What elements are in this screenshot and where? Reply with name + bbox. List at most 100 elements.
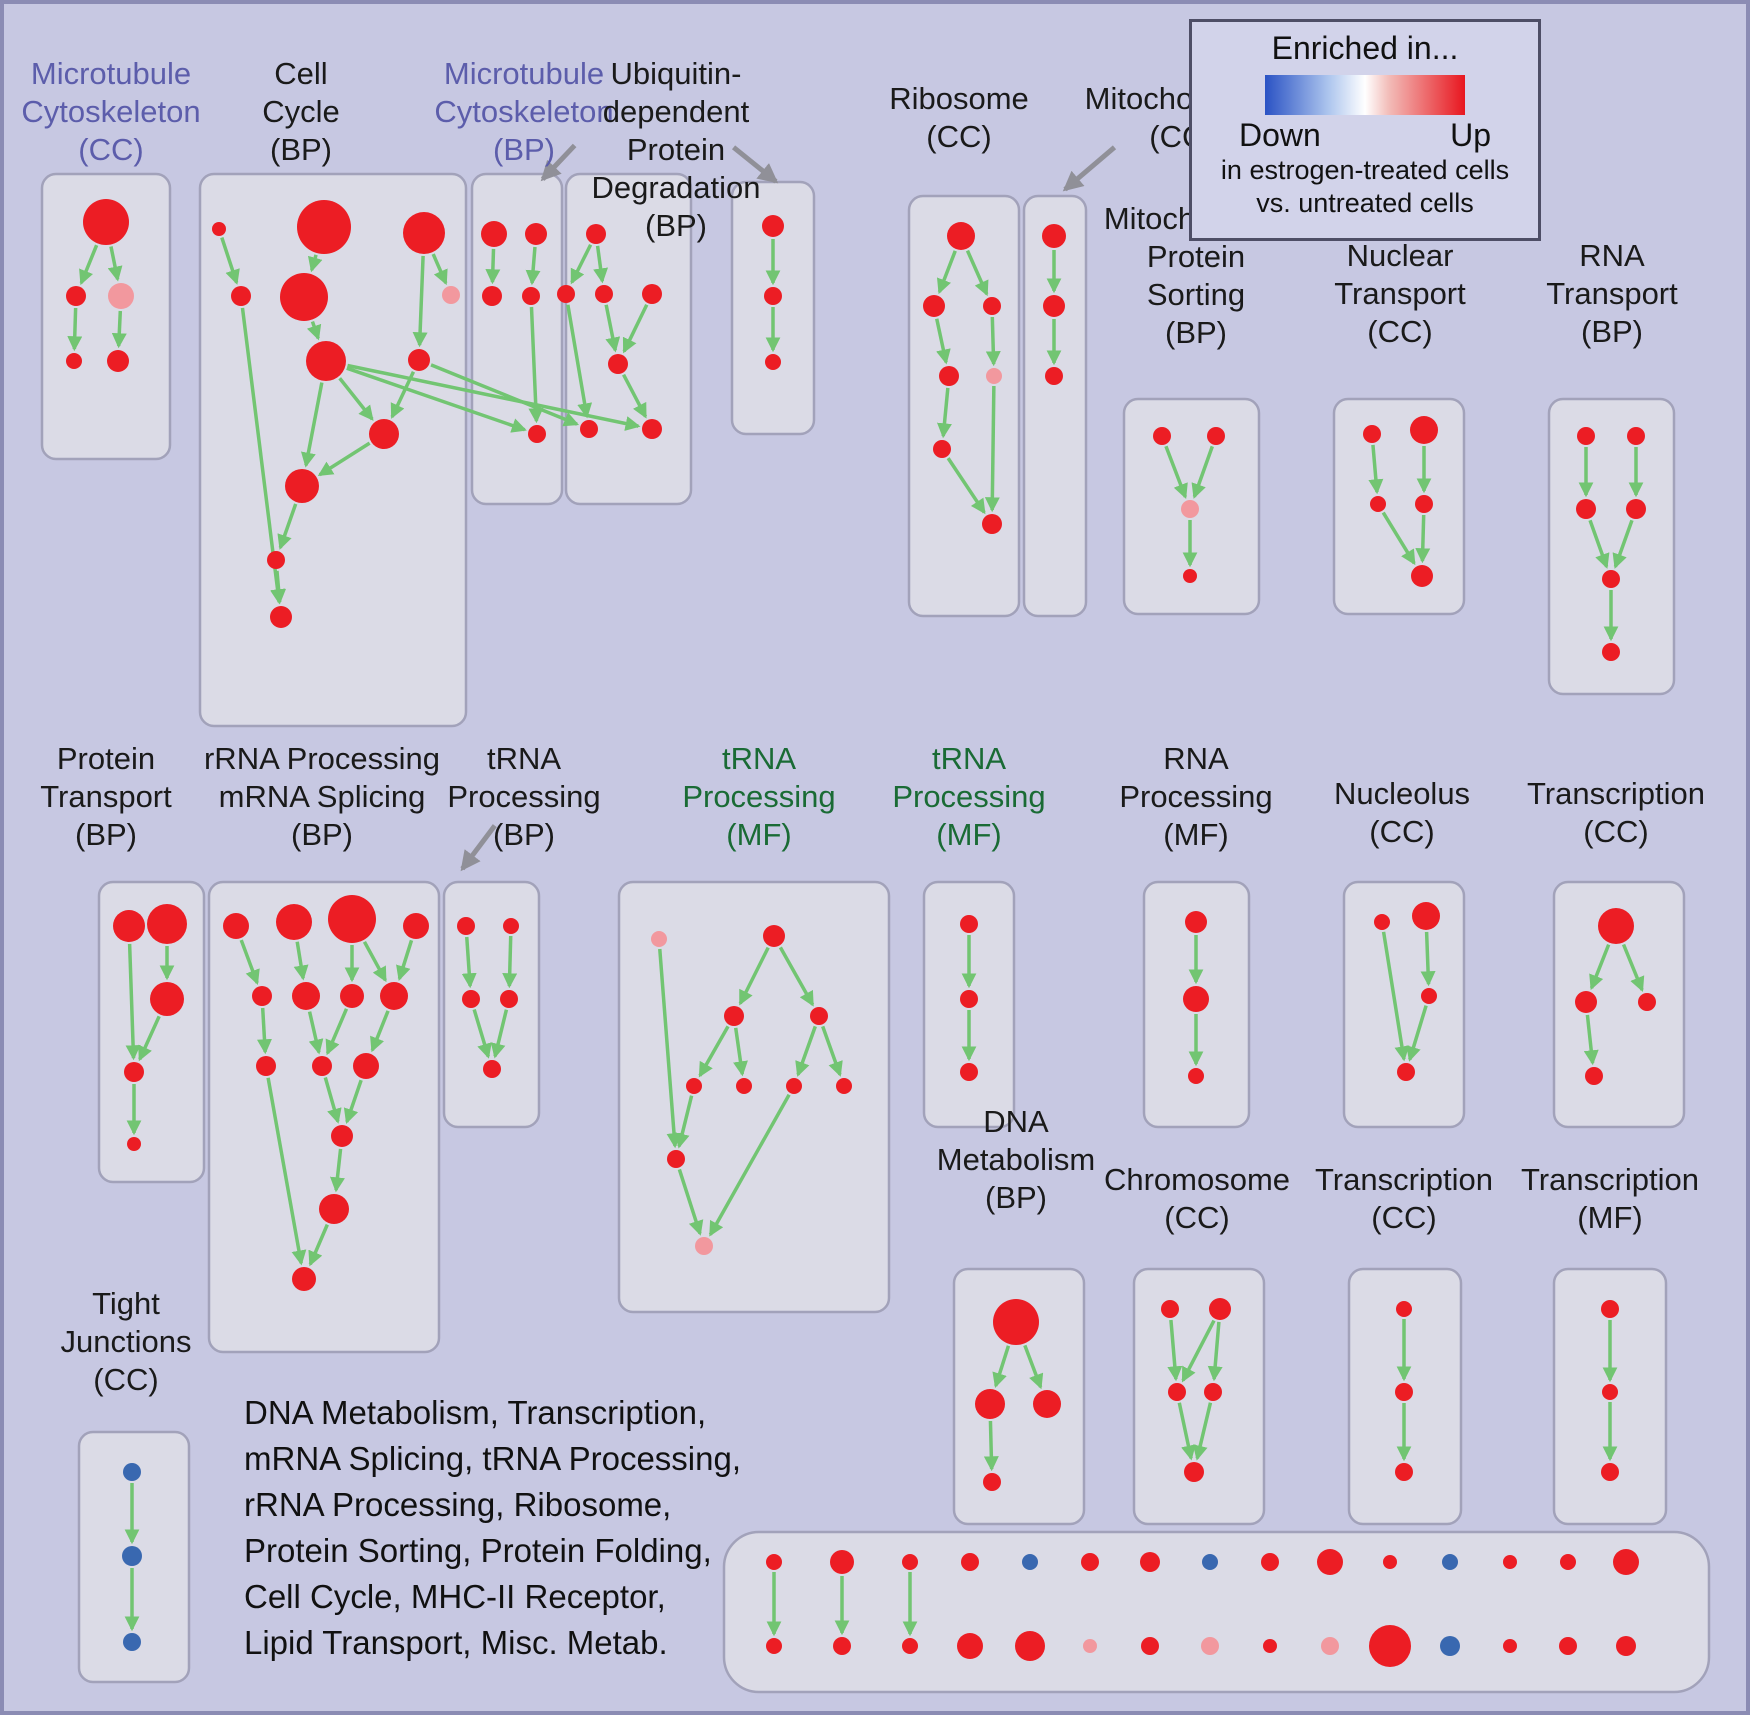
gene-node — [1261, 1553, 1279, 1571]
group-box-nuclear-transport-cc — [1332, 397, 1466, 616]
edge-arrow — [277, 503, 298, 550]
gene-node — [986, 368, 1002, 384]
gene-node — [982, 514, 1002, 534]
gene-node — [500, 990, 518, 1008]
edge-arrow — [936, 250, 957, 295]
gene-node — [122, 1546, 142, 1566]
gene-node — [147, 904, 187, 944]
gene-node — [1188, 1068, 1204, 1084]
gene-node — [1602, 1384, 1618, 1400]
gene-node — [1083, 1639, 1097, 1653]
gene-node — [586, 224, 606, 244]
edge-arrow — [604, 304, 621, 353]
gene-node — [1613, 1549, 1639, 1575]
legend-down-label: Down — [1239, 117, 1321, 153]
gene-node — [1374, 914, 1390, 930]
gene-node — [525, 223, 547, 245]
gene-node — [231, 286, 251, 306]
gene-node — [902, 1638, 918, 1654]
gene-node — [957, 1633, 983, 1659]
gene-node — [353, 1053, 379, 1079]
label-pointer-arrow — [460, 824, 497, 872]
gene-node — [403, 212, 445, 254]
edge-arrow — [338, 377, 374, 421]
gene-node — [1626, 499, 1646, 519]
edge-arrow — [1583, 1014, 1599, 1066]
gene-node — [252, 986, 272, 1006]
gene-node — [960, 990, 978, 1008]
edge-arrow — [1381, 511, 1416, 566]
gene-node — [557, 285, 575, 303]
gene-node — [1598, 908, 1634, 944]
annotation-line: rRNA Processing, Ribosome, — [244, 1486, 672, 1523]
gene-node — [1576, 499, 1596, 519]
gene-node — [961, 1553, 979, 1571]
legend-subtitle-line2: vs. untreated cells — [1256, 188, 1474, 218]
edge-arrow — [107, 246, 123, 282]
edge-arrow — [1181, 1319, 1216, 1383]
edge-arrow — [431, 253, 448, 286]
gene-node — [947, 222, 975, 250]
gene-node — [724, 1006, 744, 1026]
group-label-ribosome-cc: Ribosome(CC) — [889, 81, 1029, 154]
gene-node — [1140, 1552, 1160, 1572]
edge-arrow — [343, 1079, 363, 1124]
gene-node — [765, 354, 781, 370]
gene-node — [836, 1078, 852, 1094]
gene-node — [667, 1150, 685, 1168]
edge-arrow — [502, 935, 518, 989]
gene-node — [1396, 1301, 1412, 1317]
gene-node — [983, 1473, 1001, 1491]
edge-arrow — [658, 948, 682, 1149]
annotation-line: Lipid Transport, Misc. Metab. — [244, 1624, 668, 1661]
gene-node — [1043, 295, 1065, 317]
gene-node — [595, 285, 613, 303]
gene-node — [1141, 1637, 1159, 1655]
gene-node — [736, 1078, 752, 1094]
gene-node — [408, 349, 430, 371]
gene-node — [113, 910, 145, 942]
edge-arrow — [983, 1420, 999, 1472]
edge-arrow — [490, 1009, 509, 1059]
gene-node — [1369, 1625, 1411, 1667]
edge-arrow — [461, 936, 477, 989]
group-box-trna-processing-bp — [442, 880, 541, 1129]
group-box-cell-cycle-bp — [198, 172, 468, 728]
gene-node — [786, 1078, 802, 1094]
gene-node — [127, 1137, 141, 1151]
gene-node — [1042, 224, 1066, 248]
gene-node — [1321, 1637, 1339, 1655]
gene-node — [960, 1063, 978, 1081]
edge-arrow — [239, 939, 260, 985]
group-box-mitochondrion-cc — [1022, 194, 1088, 618]
gene-node — [522, 287, 540, 305]
gene-node — [331, 1125, 353, 1147]
group-label-chromosome-cc: Chromosome(CC) — [1104, 1162, 1290, 1235]
gene-node — [1207, 427, 1225, 445]
gene-node — [1202, 1554, 1218, 1570]
gene-node — [762, 215, 784, 237]
gene-node — [1410, 416, 1438, 444]
gene-node — [369, 419, 399, 449]
gene-node — [1503, 1639, 1517, 1653]
edge-arrow — [1167, 1319, 1183, 1382]
group-box-trna-processing-mf-1 — [617, 880, 891, 1314]
edge-arrow — [570, 243, 593, 285]
edge-arrow — [1612, 519, 1634, 569]
cross-edge-arrow — [347, 363, 641, 431]
gene-node — [1168, 1383, 1186, 1401]
edge-arrow — [698, 1025, 730, 1078]
edge-arrow — [677, 1168, 704, 1236]
gene-node — [66, 286, 86, 306]
gene-node — [123, 1463, 141, 1481]
edge-arrow — [1023, 1344, 1044, 1390]
gene-node — [256, 1056, 276, 1076]
edge-arrow — [778, 946, 815, 1007]
gene-node — [403, 913, 429, 939]
group-box-mixed-terms-cluster — [722, 1530, 1711, 1694]
gene-node — [939, 366, 959, 386]
